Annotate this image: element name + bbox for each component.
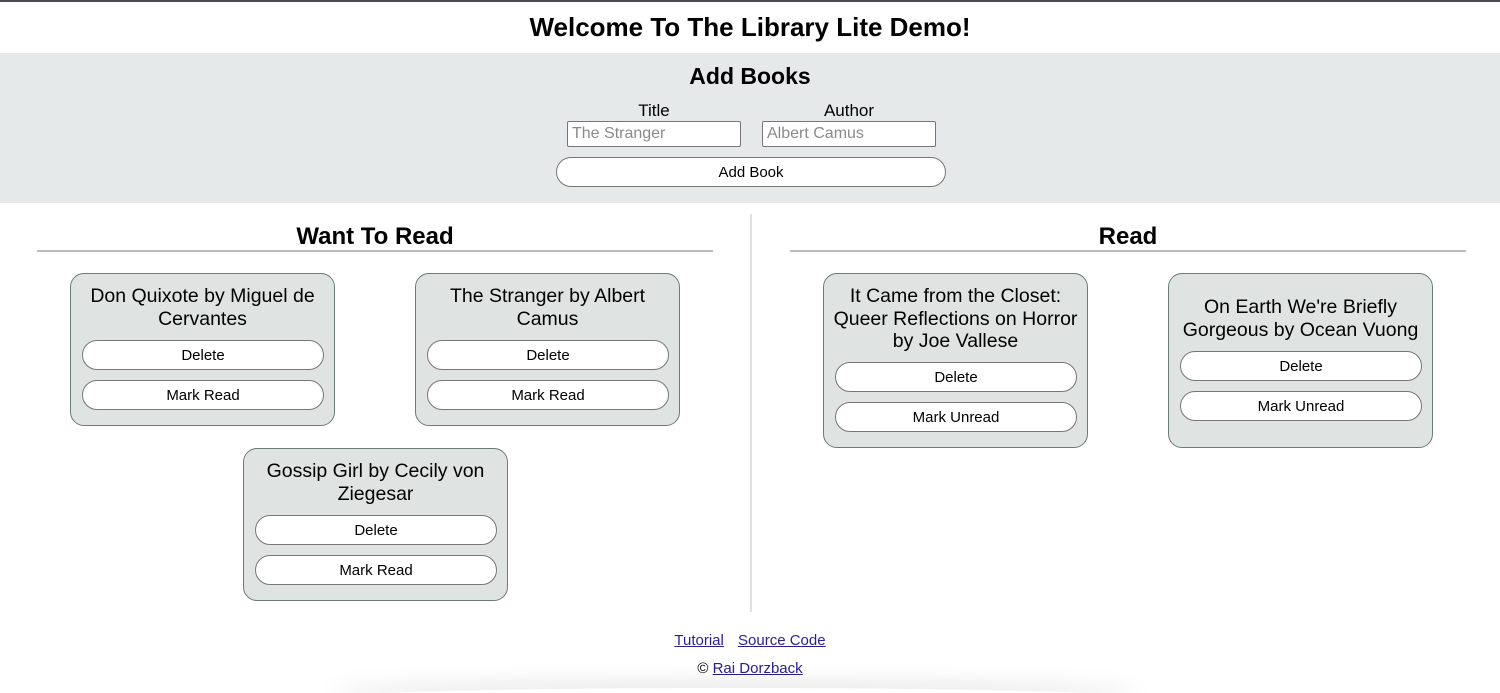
book-card: Gossip Girl by Cecily von Ziegesar Delet… [243,448,508,601]
mark-read-button[interactable]: Mark Read [255,555,497,585]
delete-button[interactable]: Delete [82,340,324,370]
want-to-read-heading: Want To Read [296,223,454,250]
book-title: Don Quixote by Miguel de Cervantes [90,285,315,330]
source-code-link[interactable]: Source Code [738,632,826,649]
delete-button[interactable]: Delete [1180,351,1422,381]
mark-read-button[interactable]: Mark Read [427,380,669,410]
shelf-divider [750,214,752,612]
title-field-group: Title [567,101,741,147]
footer-links: Tutorial Source Code [0,632,1500,649]
want-to-read-rule [37,250,713,252]
book-title: It Came from the Closet: Queer Reflectio… [833,285,1078,352]
book-title: Gossip Girl by Cecily von Ziegesar [266,460,485,505]
delete-button[interactable]: Delete [835,362,1077,392]
read-rule [790,250,1466,252]
copyright: © Rai Dorzback [0,660,1500,677]
title-input[interactable] [567,121,741,147]
copyright-symbol: © [697,660,709,677]
add-books-heading: Add Books [689,63,811,89]
read-heading: Read [1098,223,1158,250]
add-books-panel: Add Books Title Author Add Book [0,53,1500,203]
author-label: Author [823,101,875,120]
window-top-border [0,0,1500,2]
mark-unread-button[interactable]: Mark Unread [835,402,1077,432]
book-card: On Earth We're Briefly Gorgeous by Ocean… [1168,273,1433,448]
book-title: The Stranger by Albert Camus [449,285,646,330]
mark-unread-button[interactable]: Mark Unread [1180,391,1422,421]
tutorial-link[interactable]: Tutorial [674,632,724,649]
author-link[interactable]: Rai Dorzback [712,660,803,677]
author-input[interactable] [762,121,936,147]
mark-read-button[interactable]: Mark Read [82,380,324,410]
book-card: It Came from the Closet: Queer Reflectio… [823,273,1088,448]
footer-shadow [330,688,1140,693]
add-book-button[interactable]: Add Book [556,157,946,187]
book-title: On Earth We're Briefly Gorgeous by Ocean… [1182,296,1419,341]
page-title: Welcome To The Library Lite Demo! [529,12,971,42]
author-field-group: Author [762,101,936,147]
book-card: Don Quixote by Miguel de Cervantes Delet… [70,273,335,426]
delete-button[interactable]: Delete [427,340,669,370]
delete-button[interactable]: Delete [255,515,497,545]
book-card: The Stranger by Albert Camus Delete Mark… [415,273,680,426]
title-label: Title [638,101,670,120]
